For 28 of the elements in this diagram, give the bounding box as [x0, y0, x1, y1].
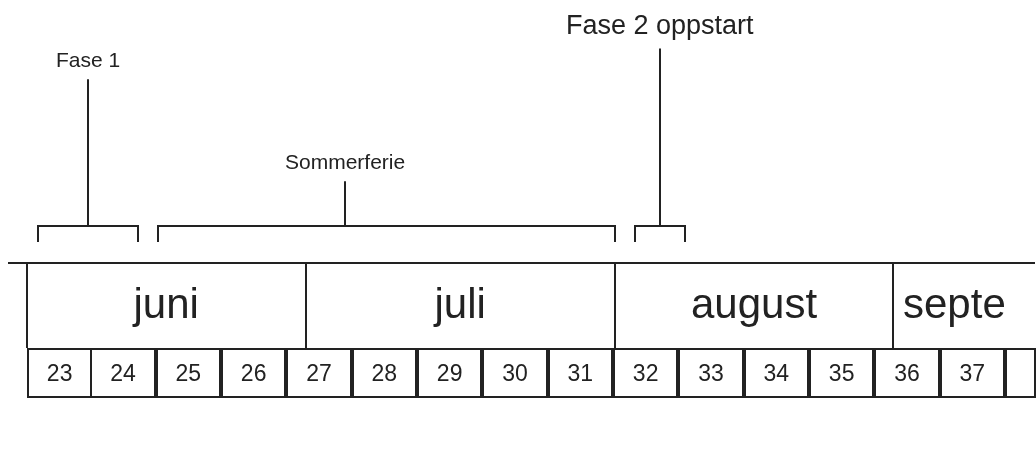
annotation-label: Sommerferie: [285, 150, 406, 174]
week-cell: 28: [351, 348, 417, 398]
week-cell: 26: [221, 348, 287, 398]
month-label: juni: [133, 280, 199, 328]
leader-line: [659, 47, 661, 226]
week-cell: 33: [678, 348, 744, 398]
month-label: juli: [434, 280, 486, 328]
week-cell: 31: [547, 348, 613, 398]
annotation-label: Fase 2 oppstart: [566, 10, 754, 41]
week-cell: 24: [90, 348, 156, 398]
week-cell: 23: [27, 348, 93, 398]
leader-line: [344, 180, 346, 226]
week-cell: 37: [939, 348, 1005, 398]
month-label: septe: [903, 280, 1006, 328]
week-cell: 27: [286, 348, 352, 398]
month-label: august: [691, 280, 818, 328]
week-cell: 30: [482, 348, 548, 398]
week-cell: 34: [743, 348, 809, 398]
bracket: [37, 225, 139, 243]
week-cell: 35: [809, 348, 875, 398]
bracket: [634, 225, 686, 243]
annotation-label: Fase 1: [56, 48, 121, 72]
bracket: [157, 225, 616, 243]
week-cell: 32: [613, 348, 679, 398]
week-cell: 36: [874, 348, 940, 398]
leader-line: [87, 78, 89, 226]
week-cell: 25: [155, 348, 221, 398]
week-cell: 29: [417, 348, 483, 398]
